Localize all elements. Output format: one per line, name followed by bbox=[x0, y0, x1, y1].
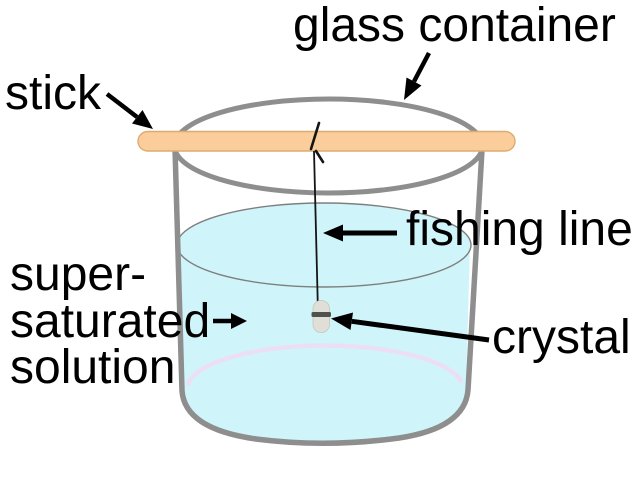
supersaturated-label-line1: super- bbox=[10, 248, 146, 301]
solution-arrow bbox=[213, 313, 247, 329]
fishing-line-label: fishing line bbox=[406, 203, 633, 256]
crystal-label: crystal bbox=[492, 311, 631, 364]
crystal-arrow bbox=[331, 312, 490, 343]
supersaturated-label-line2: saturated bbox=[10, 295, 210, 348]
fishing-line-knot bbox=[309, 121, 325, 164]
fishing-line bbox=[313, 150, 319, 314]
glass-container-label: glass container bbox=[293, 0, 616, 52]
stick-label: stick bbox=[5, 67, 102, 120]
crystal-tie bbox=[311, 312, 331, 317]
glass-container-walls bbox=[172, 145, 485, 446]
fishing-line-arrow bbox=[323, 224, 397, 242]
glass-container-arrow bbox=[404, 51, 431, 100]
glass-bottom-reflection-arc bbox=[185, 343, 464, 387]
stick bbox=[137, 130, 516, 152]
supersaturated-label-line3: solution bbox=[10, 341, 175, 394]
stick-arrow bbox=[105, 92, 153, 129]
